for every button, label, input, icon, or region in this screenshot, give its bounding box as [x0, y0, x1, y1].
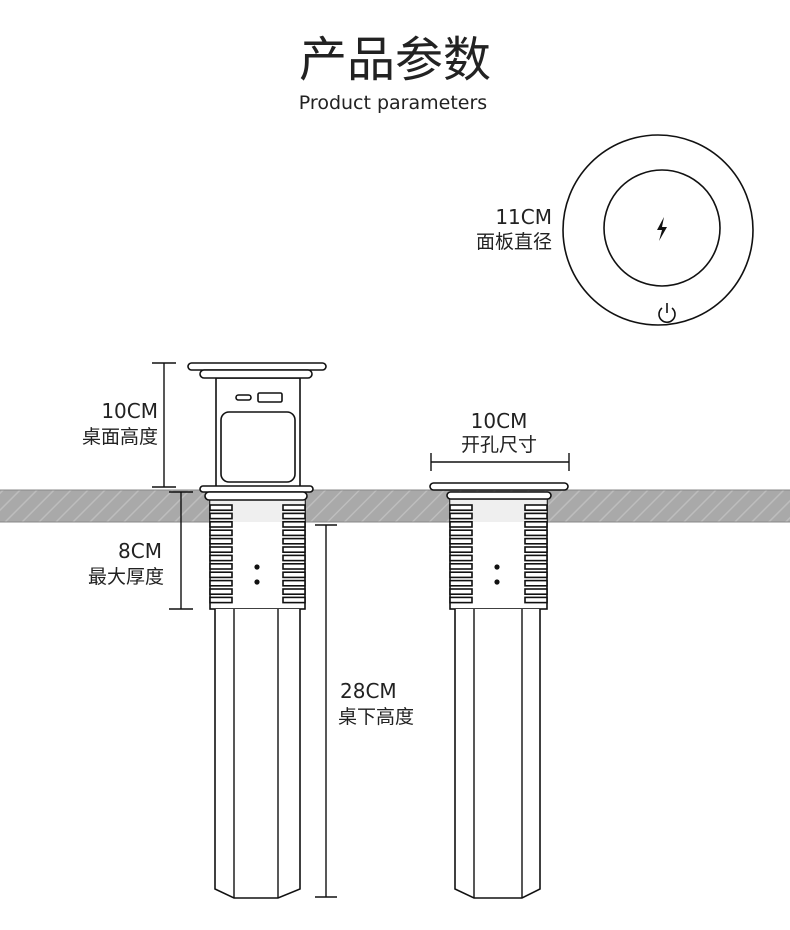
vent-slat [449, 537, 473, 545]
vent-slat [209, 520, 233, 528]
hole-size-value: 10CM [471, 409, 528, 433]
vent-slat [282, 537, 306, 545]
vent-slat [449, 504, 473, 511]
vent-slat [209, 579, 233, 587]
under-height-label: 桌下高度 [338, 706, 414, 728]
page-subtitle: Product parameters [299, 92, 487, 114]
vent-slat [524, 546, 548, 553]
vent-slat [209, 562, 233, 570]
dimension-under-height [315, 524, 337, 898]
vent-slat [282, 596, 306, 604]
round-panel [562, 134, 754, 326]
vent-slat [449, 571, 473, 579]
vent-slat [449, 596, 473, 604]
vent-slat [524, 571, 548, 579]
vent-slat [524, 512, 548, 520]
vent-slat [282, 588, 306, 595]
vent-slat [524, 529, 548, 537]
desk-height-value: 10CM [101, 399, 158, 423]
dimension-desk-height [152, 362, 176, 488]
vent-slat [209, 512, 233, 520]
vent-slat [449, 579, 473, 587]
under-height-value: 28CM [340, 679, 397, 703]
vent-slat [282, 529, 306, 537]
vent-slat [209, 554, 233, 562]
vent-slat [449, 529, 473, 537]
vent-slat [209, 537, 233, 545]
vent-slat [449, 512, 473, 520]
vent-slat [209, 596, 233, 604]
vent-slat [282, 562, 306, 570]
lightning-icon [657, 217, 667, 241]
vent-slat [524, 579, 548, 587]
vent-slat [282, 571, 306, 579]
vent-slat [524, 596, 548, 604]
desk-surface [0, 490, 790, 522]
vent-slat [282, 579, 306, 587]
vent-slat [449, 562, 473, 570]
vent-slat [282, 546, 306, 553]
socket-retracted [429, 482, 569, 899]
vent-slat [524, 520, 548, 528]
vent-slat [209, 588, 233, 595]
vent-slat [524, 562, 548, 570]
max-thickness-value: 8CM [118, 539, 162, 563]
vent-slat [282, 512, 306, 520]
vent-slat [209, 504, 233, 511]
max-thickness-label: 最大厚度 [88, 566, 164, 588]
vent-slat [209, 546, 233, 553]
panel-diameter-value: 11CM [495, 205, 552, 229]
vent-slat [449, 588, 473, 595]
vent-slat [282, 554, 306, 562]
vent-slat [282, 520, 306, 528]
vent-slat [449, 554, 473, 562]
panel-diameter-label: 面板直径 [476, 231, 552, 253]
vent-slat [524, 554, 548, 562]
power-icon [658, 303, 676, 323]
vent-slat [282, 504, 306, 511]
desk-height-label: 桌面高度 [82, 426, 158, 448]
hole-size-label: 开孔尺寸 [461, 434, 537, 456]
page-title: 产品参数 [299, 32, 491, 88]
vent-slat [524, 504, 548, 511]
dimension-max-thickness [169, 491, 193, 610]
vent-slat [524, 537, 548, 545]
vent-slat [449, 520, 473, 528]
vent-slat [449, 546, 473, 553]
vent-slat [524, 588, 548, 595]
dimension-hole-size [430, 453, 570, 471]
socket-raised [187, 362, 327, 899]
vent-slat [209, 571, 233, 579]
vent-slat [209, 529, 233, 537]
